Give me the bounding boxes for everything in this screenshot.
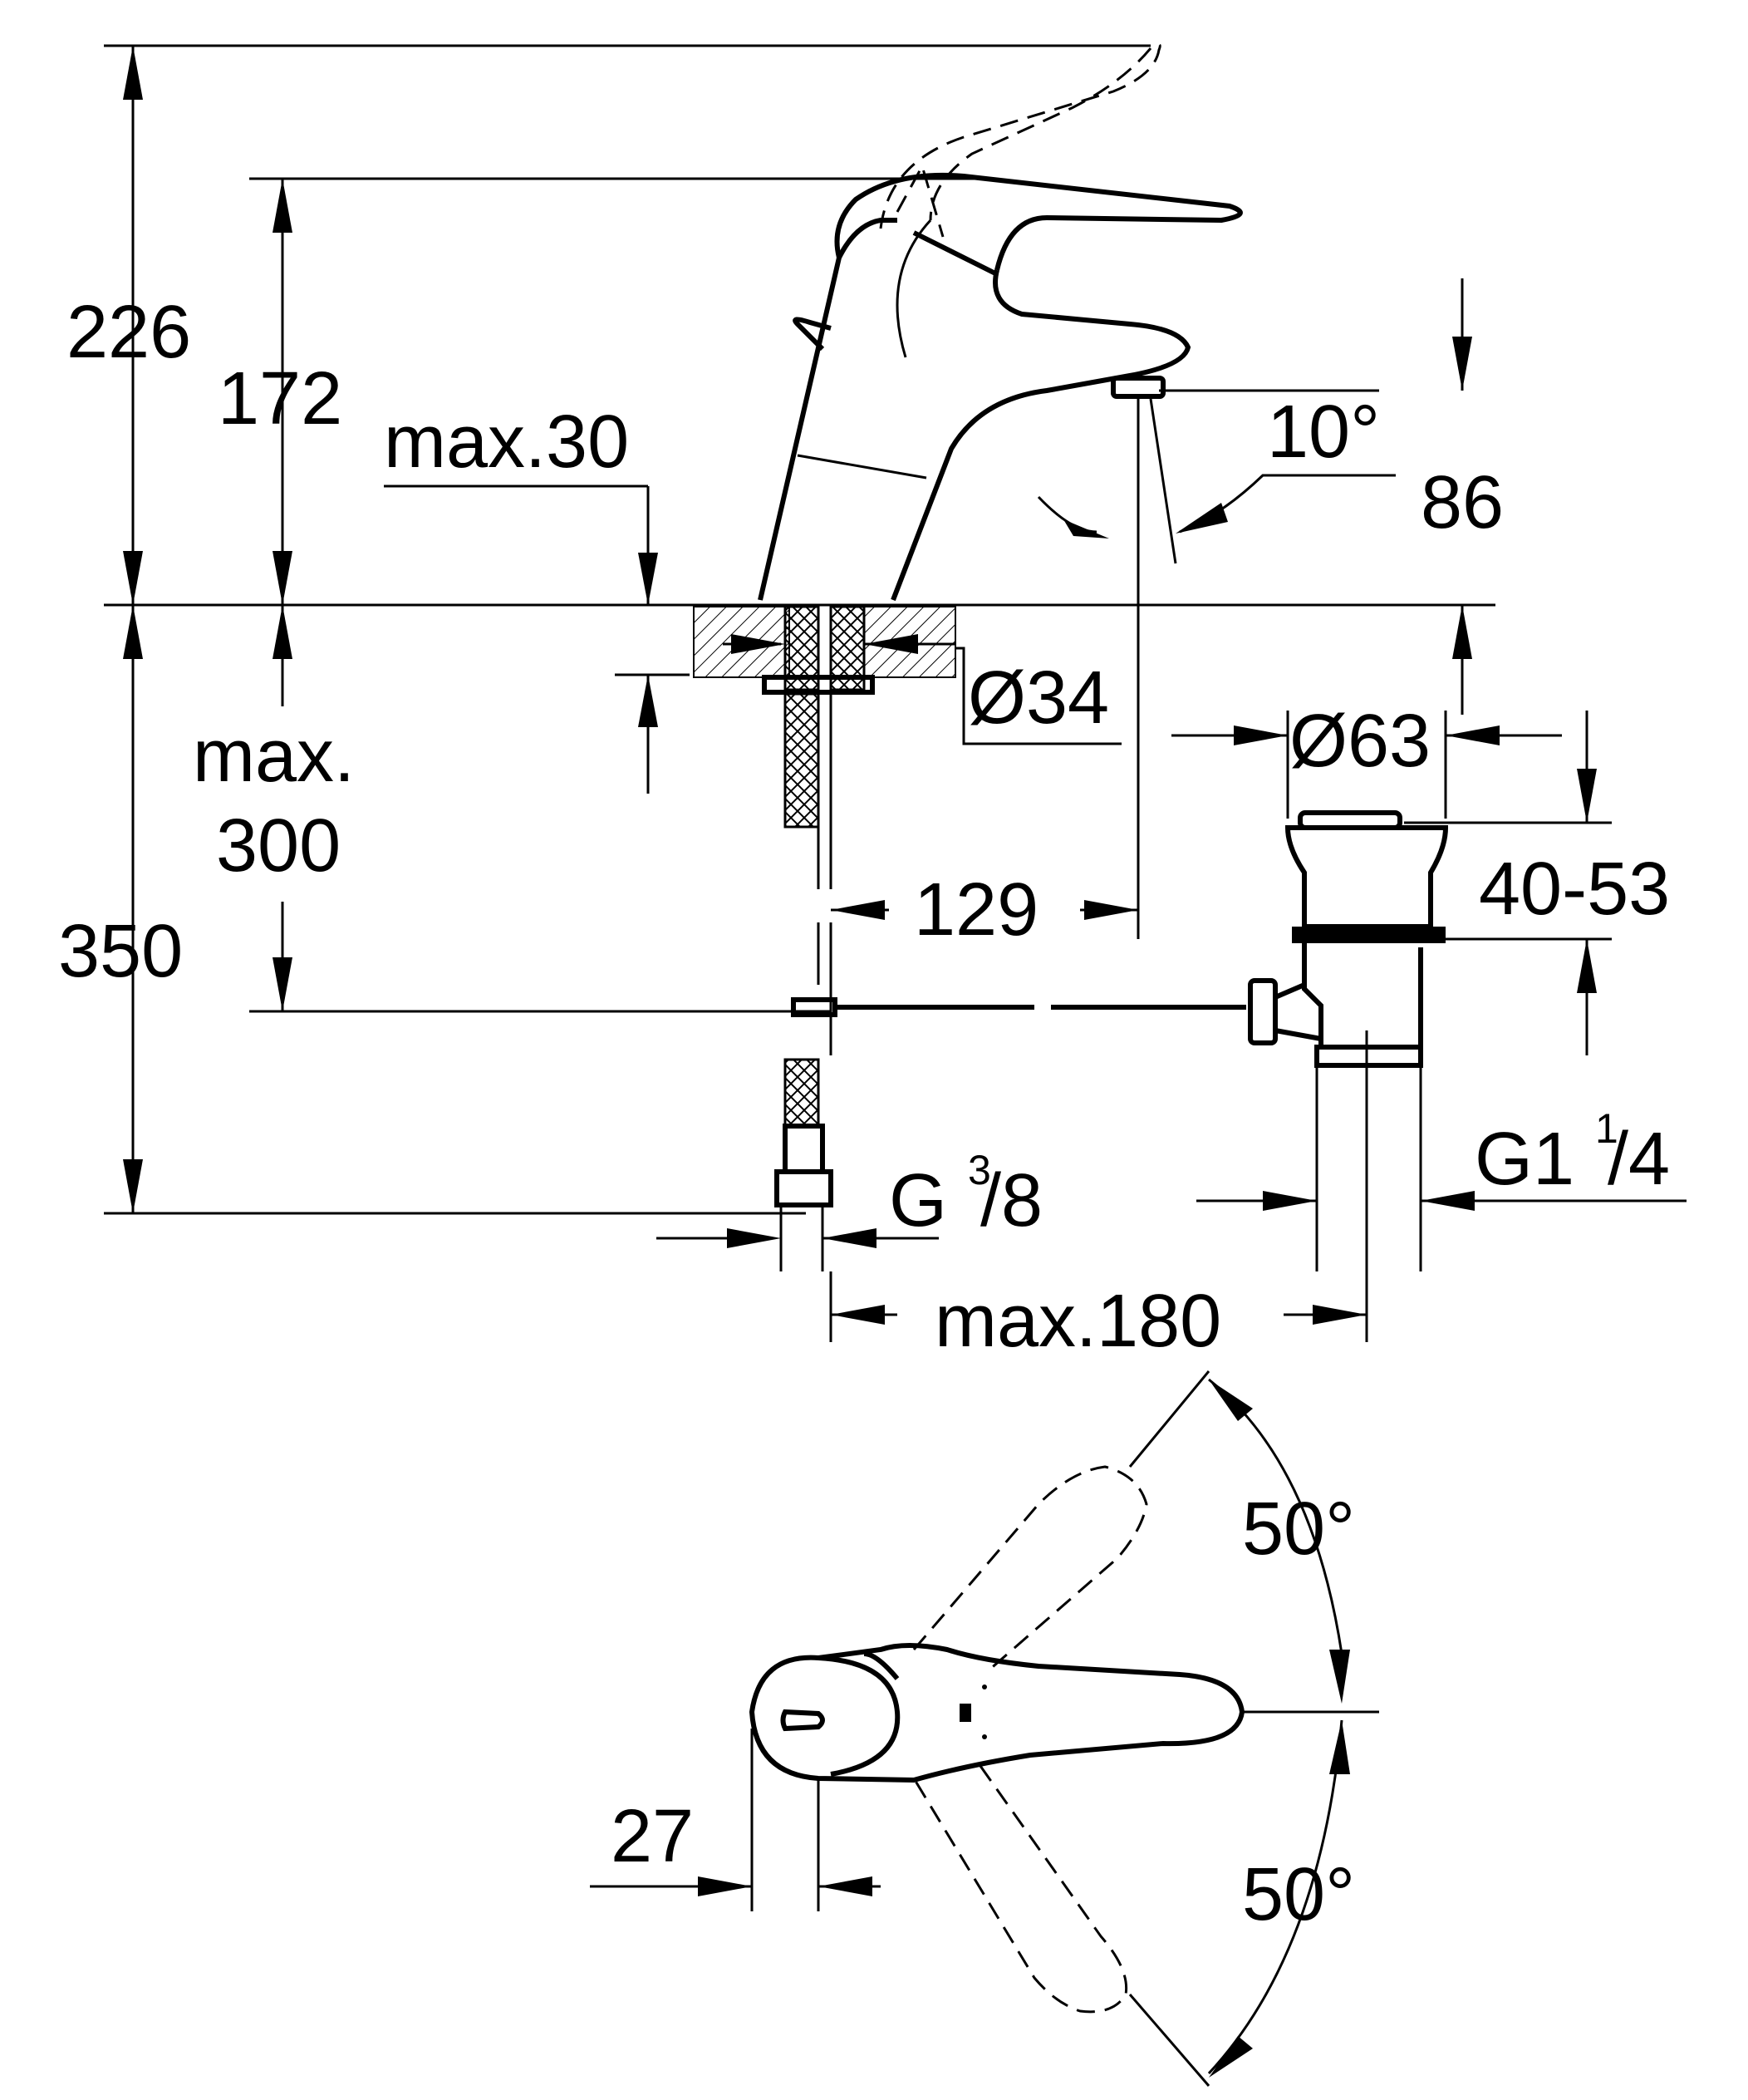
label-300: 300 bbox=[216, 804, 341, 888]
label-g38-num: 3 bbox=[968, 1147, 991, 1193]
label-g114-g: G1 bbox=[1475, 1118, 1574, 1201]
dim-129: 129 bbox=[831, 868, 1138, 952]
dim-172: 172 bbox=[218, 179, 342, 605]
label-226: 226 bbox=[66, 291, 191, 374]
dim-max30: max.30 bbox=[384, 401, 690, 794]
label-350: 350 bbox=[58, 910, 183, 993]
label-27: 27 bbox=[611, 1795, 694, 1878]
label-diam34: Ø34 bbox=[968, 657, 1109, 740]
faucet-body bbox=[758, 172, 1379, 939]
dim-diam34: Ø34 bbox=[723, 634, 1122, 745]
label-diam63: Ø63 bbox=[1289, 700, 1431, 783]
lever-raised-outline bbox=[879, 43, 1161, 238]
dim-226: 226 bbox=[66, 46, 191, 605]
dim-max180: max.180 bbox=[829, 1030, 1368, 1363]
dim-86: 86 bbox=[1421, 278, 1504, 715]
label-g38-den: /8 bbox=[980, 1159, 1043, 1242]
dim-10deg: 10° bbox=[1037, 391, 1396, 539]
dim-max300: max. 300 bbox=[193, 605, 355, 1011]
dim-g38: G 3 /8 bbox=[656, 1147, 1043, 1248]
label-max: max. bbox=[193, 715, 355, 798]
waste-fitting bbox=[1248, 810, 1449, 1271]
label-g38-g: G bbox=[889, 1159, 947, 1242]
label-50deg-bottom: 50° bbox=[1242, 1853, 1355, 1936]
label-40-53: 40-53 bbox=[1479, 848, 1670, 931]
popup-rod bbox=[791, 964, 1246, 1043]
dim-g114: G1 1 /4 bbox=[1196, 1105, 1687, 1211]
dim-350: 350 bbox=[58, 605, 183, 1213]
label-max180: max.180 bbox=[935, 1280, 1221, 1363]
label-10deg: 10° bbox=[1267, 391, 1380, 474]
dim-40-53: 40-53 bbox=[1404, 711, 1670, 1055]
label-129: 129 bbox=[914, 868, 1038, 952]
label-max30: max.30 bbox=[384, 401, 629, 484]
label-50deg-top: 50° bbox=[1242, 1488, 1355, 1571]
label-86: 86 bbox=[1421, 461, 1504, 544]
label-g114-den: /4 bbox=[1608, 1118, 1670, 1201]
top-view: 50° 50° 27 bbox=[590, 1370, 1379, 2087]
side-view: 226 172 max.30 350 bbox=[58, 43, 1687, 1363]
label-172: 172 bbox=[218, 357, 342, 440]
supply-hoses bbox=[774, 692, 833, 1271]
dim-diam63: Ø63 bbox=[1171, 700, 1562, 819]
label-g114-num: 1 bbox=[1595, 1105, 1618, 1152]
